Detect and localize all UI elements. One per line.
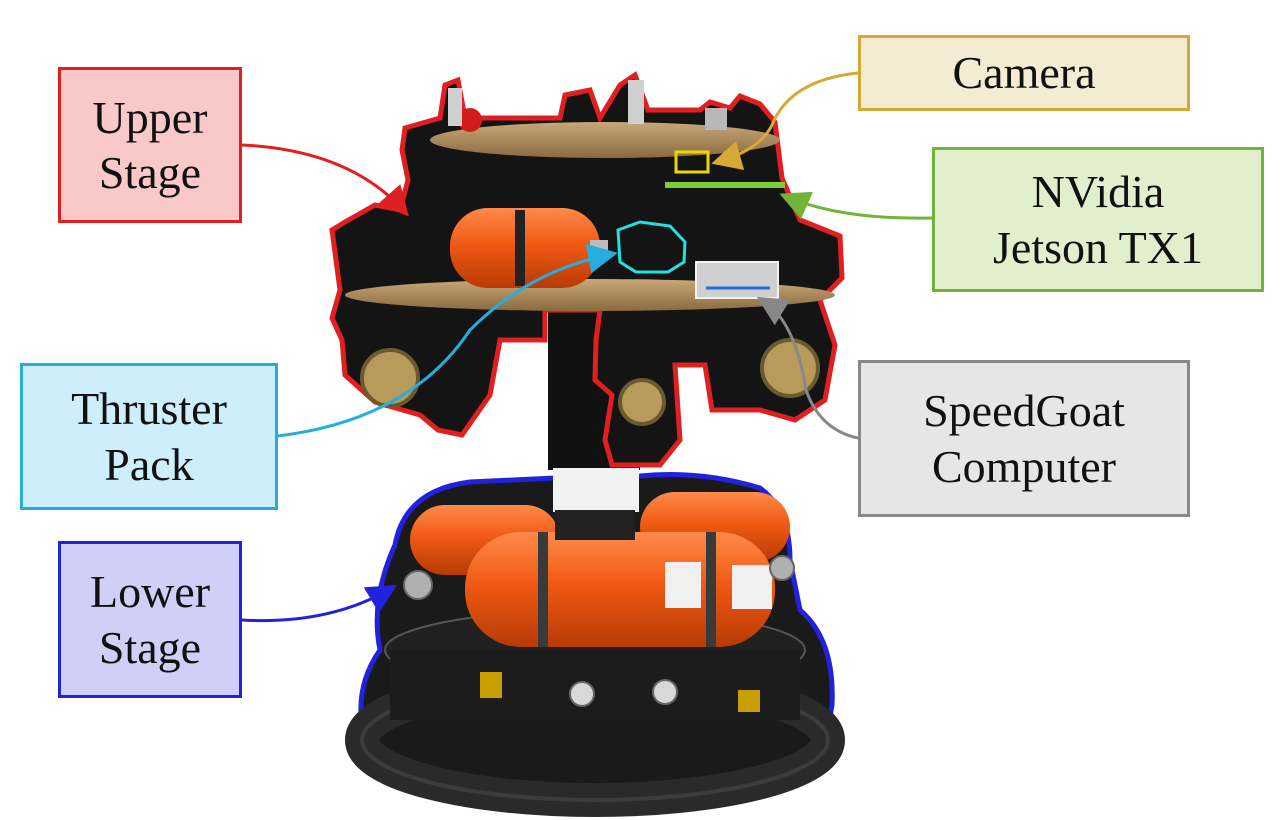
- speedgoat-arrow: [756, 296, 859, 440]
- upper-stage-label: Upper Stage: [58, 67, 242, 223]
- upper-stage-arrow: [241, 143, 409, 217]
- upper-stage-line1: Upper: [92, 91, 208, 143]
- nvidia-line2: Jetson TX1: [993, 221, 1203, 273]
- speedgoat-line1: SpeedGoat: [923, 385, 1125, 437]
- lower-stage-line2: Stage: [98, 621, 202, 673]
- speedgoat-label: SpeedGoat Computer: [858, 360, 1190, 517]
- camera-arrow: [711, 71, 859, 170]
- lower-stage-arrow: [241, 584, 398, 623]
- thruster-pack-highlight: [616, 220, 687, 274]
- nvidia-label: NVidia Jetson TX1: [932, 147, 1264, 292]
- tank-front: [465, 532, 775, 647]
- speedgoat-box: [695, 261, 779, 299]
- thruster-nozzle-left: [360, 348, 420, 408]
- upper-top-plate: [430, 122, 780, 158]
- nvidia-arrow: [779, 191, 933, 220]
- thruster-pack-arrow: [277, 243, 618, 438]
- camera-label: Camera: [858, 35, 1190, 111]
- nvidia-line1: NVidia: [1031, 166, 1165, 218]
- thruster-pack-line2: Pack: [104, 438, 194, 490]
- thruster-pack-line1: Thruster: [71, 383, 227, 435]
- pressure-gauge: [569, 681, 595, 707]
- nvidia-board-highlight: [665, 182, 785, 188]
- camera-line1: Camera: [952, 47, 1096, 99]
- pressure-gauge: [652, 679, 678, 705]
- lower-stage-label: Lower Stage: [58, 541, 242, 698]
- upper-stage-line2: Stage: [98, 147, 202, 198]
- speedgoat-line2: Computer: [932, 440, 1116, 492]
- lower-stage-assembly: [345, 472, 845, 817]
- thruster-nozzle-right: [760, 338, 820, 398]
- thruster-nozzle-center: [618, 378, 666, 426]
- camera-highlight: [674, 150, 710, 174]
- lower-stage-line1: Lower: [89, 566, 211, 618]
- thruster-pack-label: Thruster Pack: [20, 363, 278, 510]
- column-white-band: [553, 468, 639, 512]
